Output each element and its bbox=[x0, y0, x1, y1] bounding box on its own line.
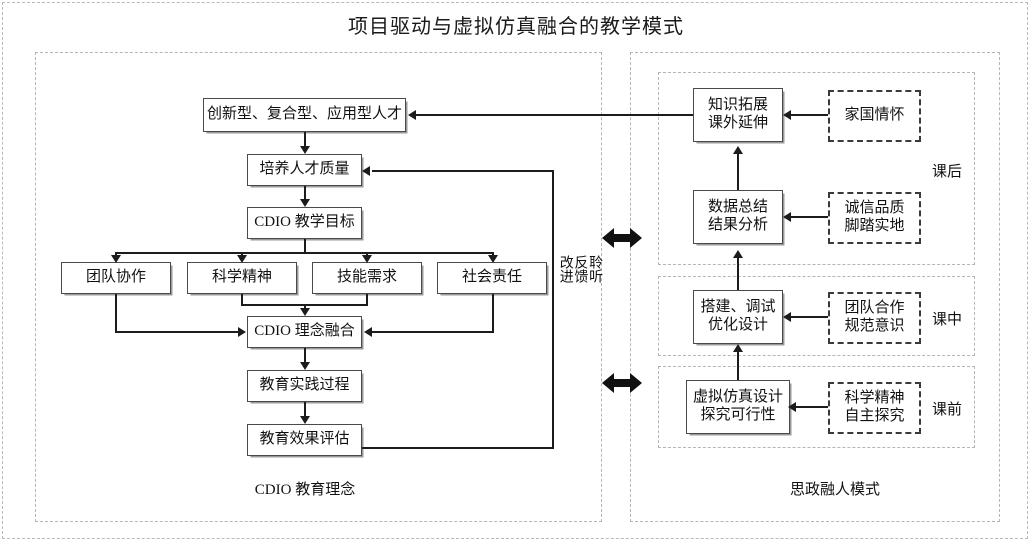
node-data-summary: 数据总结 结果分析 bbox=[693, 190, 783, 244]
arrowhead-fusion-right bbox=[364, 327, 372, 337]
section-frame-before-class bbox=[658, 366, 975, 448]
distribution-bar bbox=[115, 252, 493, 254]
node-fusion: CDIO 理念融合 bbox=[247, 316, 362, 348]
edge-science-down bbox=[241, 294, 243, 305]
ideology-patriotism: 家国情怀 bbox=[828, 90, 921, 142]
section-frame-in-class bbox=[658, 276, 975, 356]
arrowhead-data-to-knowledge bbox=[733, 146, 743, 154]
arrowhead-practice-evaluate bbox=[300, 416, 310, 424]
arrowhead-teamwork bbox=[111, 255, 121, 263]
node-virtual-simulation: 虚拟仿真设计 探究可行性 bbox=[686, 380, 790, 434]
arrowhead-talent-quality bbox=[300, 146, 310, 154]
arrowhead-fusion-top bbox=[300, 308, 310, 316]
section-frame-after-class bbox=[658, 72, 975, 265]
edge-social-fusion-v bbox=[492, 294, 494, 332]
edge-social-fusion-h bbox=[372, 331, 494, 333]
left-panel-caption: CDIO 教育理念 bbox=[254, 482, 356, 498]
drop-teamwork bbox=[115, 252, 117, 257]
node-quality: 培养人才质量 bbox=[247, 154, 362, 186]
feedback-right bbox=[552, 170, 554, 449]
node-science: 科学精神 bbox=[187, 262, 297, 294]
edge-goal-bar bbox=[304, 239, 306, 253]
arrowhead-build-debug bbox=[783, 312, 791, 322]
edge-spirit-simulation bbox=[795, 406, 828, 408]
section-label-after-class: 课后 bbox=[932, 164, 963, 180]
arrowhead-data-summary bbox=[783, 212, 791, 222]
edge-knowledge-to-talent bbox=[416, 114, 693, 116]
feedback-label-1: 聆听 bbox=[587, 255, 603, 283]
feedback-label-3: 改进 bbox=[557, 255, 573, 283]
arrowhead-science bbox=[237, 255, 247, 263]
ideology-teamwork-norms: 团队合作 规范意识 bbox=[828, 292, 921, 344]
edge-teamwork-fusion-v bbox=[115, 294, 117, 332]
edge-talent-quality bbox=[304, 132, 306, 147]
arrowhead-feedback-quality bbox=[362, 166, 370, 176]
feedback-label: 聆听 反馈 改进 bbox=[557, 255, 603, 283]
arrowhead-virtual-simulation bbox=[788, 402, 796, 412]
bidirectional-arrow-bottom bbox=[602, 373, 642, 393]
arrowhead-social bbox=[488, 255, 498, 263]
node-talent: 创新型、复合型、应用型人才 bbox=[203, 98, 406, 132]
node-goal: CDIO 教学目标 bbox=[247, 207, 362, 239]
section-label-in-class: 课中 bbox=[932, 312, 963, 328]
right-panel-caption: 思政融人模式 bbox=[789, 482, 880, 498]
arrowhead-fusion-practice bbox=[300, 362, 310, 370]
node-practice: 教育实践过程 bbox=[247, 370, 362, 402]
node-knowledge-extension: 知识拓展 课外延伸 bbox=[693, 88, 783, 142]
edge-build-to-data bbox=[737, 256, 739, 290]
arrowhead-build-to-data bbox=[733, 250, 743, 258]
arrowhead-quality-goal bbox=[300, 199, 310, 207]
feedback-bottom bbox=[362, 447, 554, 449]
edge-skill-down bbox=[366, 294, 368, 305]
arrowhead-simulation-to-build bbox=[733, 344, 743, 352]
node-skill: 技能需求 bbox=[312, 262, 422, 294]
edge-fusion-practice bbox=[304, 348, 306, 362]
bidirectional-arrow-top bbox=[602, 228, 642, 248]
edge-teamwork-fusion-h bbox=[115, 331, 239, 333]
section-label-before-class: 课前 bbox=[932, 402, 963, 418]
ideology-scientific-spirit: 科学精神 自主探究 bbox=[828, 382, 921, 434]
node-evaluate: 教育效果评估 bbox=[247, 424, 362, 456]
edge-practice-evaluate bbox=[304, 402, 306, 416]
edge-data-to-knowledge bbox=[737, 152, 739, 190]
drop-science bbox=[241, 252, 243, 257]
right-panel-frame bbox=[630, 52, 1000, 522]
node-social: 社会责任 bbox=[437, 262, 547, 294]
ideology-integrity: 诚信品质 脚踏实地 bbox=[828, 192, 921, 244]
arrowhead-knowledge bbox=[783, 110, 791, 120]
edge-patriotism-knowledge bbox=[791, 114, 828, 116]
edge-simulation-to-build bbox=[737, 350, 739, 380]
left-panel-frame bbox=[35, 52, 602, 522]
edge-norms-build bbox=[791, 316, 828, 318]
arrowhead-fusion-left bbox=[238, 327, 246, 337]
arrowhead-talent bbox=[408, 110, 416, 120]
edge-merge-down bbox=[304, 304, 306, 310]
edge-quality-goal bbox=[304, 186, 306, 199]
drop-skill bbox=[366, 252, 368, 257]
node-teamwork: 团队协作 bbox=[61, 262, 171, 294]
feedback-label-2: 反馈 bbox=[572, 255, 588, 283]
feedback-top bbox=[372, 170, 554, 172]
edge-integrity-data bbox=[791, 216, 828, 218]
node-build-debug: 搭建、调试 优化设计 bbox=[693, 290, 783, 344]
drop-social bbox=[492, 252, 494, 257]
arrowhead-skill bbox=[362, 255, 372, 263]
page-title: 项目驱动与虚拟仿真融合的教学模式 bbox=[348, 16, 684, 38]
